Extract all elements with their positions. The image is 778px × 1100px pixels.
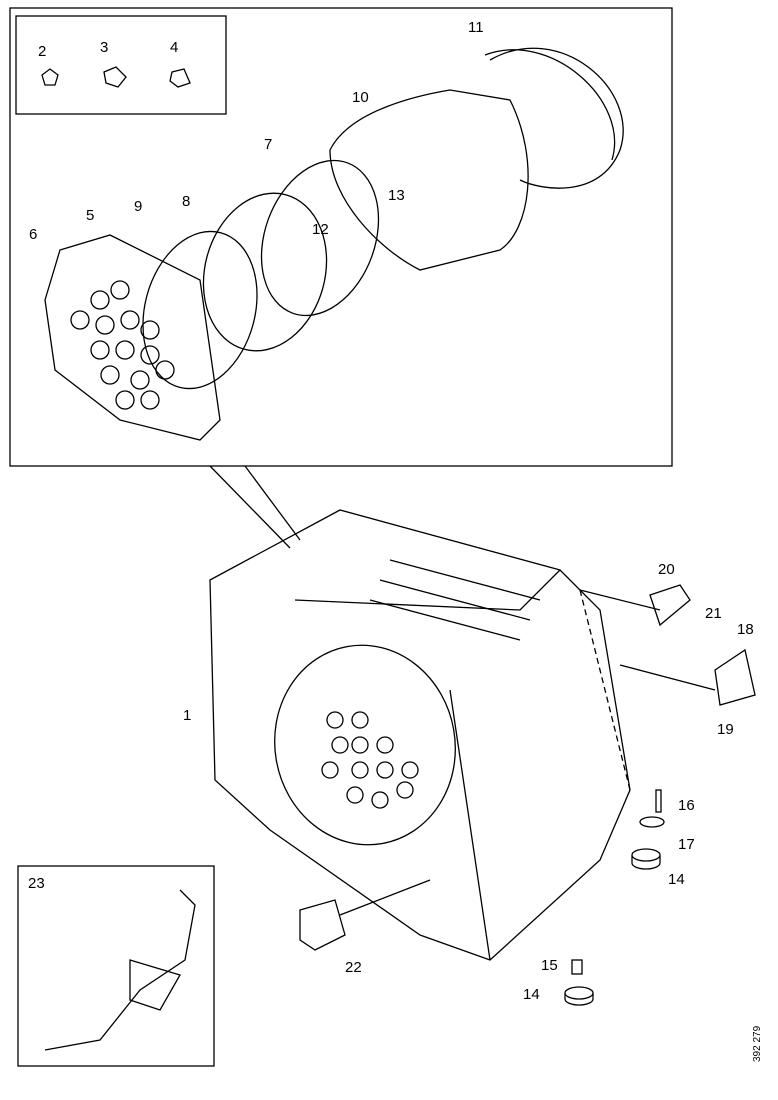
part-number-23: 23 xyxy=(28,875,45,892)
clip-2 xyxy=(41,68,59,86)
part-number-7: 7 xyxy=(264,136,273,153)
part-number-1: 1 xyxy=(183,707,192,724)
part-number-3: 3 xyxy=(100,39,109,56)
part-number-18: 18 xyxy=(737,621,754,638)
part-number-5: 5 xyxy=(86,207,95,224)
part-number-12: 12 xyxy=(312,221,329,238)
tub-front-opening xyxy=(274,644,456,846)
rear-ring-11 xyxy=(489,47,624,189)
part-number-11: 11 xyxy=(468,19,484,36)
tub-1 xyxy=(209,509,631,961)
part-number-8: 8 xyxy=(182,193,191,210)
part-number-17: 17 xyxy=(678,836,695,853)
cover-5-holes xyxy=(70,280,175,410)
small-parts-inset xyxy=(15,15,227,115)
bracket-20 xyxy=(649,584,691,627)
part-number-10: 10 xyxy=(352,89,369,106)
part-23-inset xyxy=(17,865,215,1067)
ring-9 xyxy=(142,230,258,390)
cover-5 xyxy=(44,234,221,441)
bracket-18 xyxy=(714,648,756,706)
cable-23 xyxy=(44,889,196,1051)
part-number-16: 16 xyxy=(678,797,695,814)
screw-16 xyxy=(655,789,662,813)
part-number-20: 20 xyxy=(658,561,675,578)
drum-10 xyxy=(329,89,529,271)
part-number-19: 19 xyxy=(717,721,734,738)
plate-8 xyxy=(202,192,328,352)
spacer-15 xyxy=(571,959,583,975)
switch-22 xyxy=(299,899,346,951)
foot-14a xyxy=(631,848,661,870)
tub-front-holes xyxy=(321,711,419,809)
part-number-22: 22 xyxy=(345,959,362,976)
part-number-21: 21 xyxy=(705,605,722,622)
ring-7 xyxy=(260,159,380,317)
part-number-9: 9 xyxy=(134,198,143,215)
clip-4 xyxy=(169,68,191,88)
drawing-code: 392 279 xyxy=(752,1025,763,1062)
clip-3 xyxy=(103,66,127,88)
detail-frame xyxy=(9,7,673,467)
part-number-4: 4 xyxy=(170,39,179,56)
part-number-13: 13 xyxy=(388,187,405,204)
part-number-14: 14 xyxy=(523,986,540,1003)
part-number-6: 6 xyxy=(29,226,38,243)
part-number-2: 2 xyxy=(38,43,47,60)
foot-17 xyxy=(639,816,665,828)
part-number-14: 14 xyxy=(668,871,685,888)
foot-14b xyxy=(564,986,594,1006)
part-number-15: 15 xyxy=(541,957,558,974)
